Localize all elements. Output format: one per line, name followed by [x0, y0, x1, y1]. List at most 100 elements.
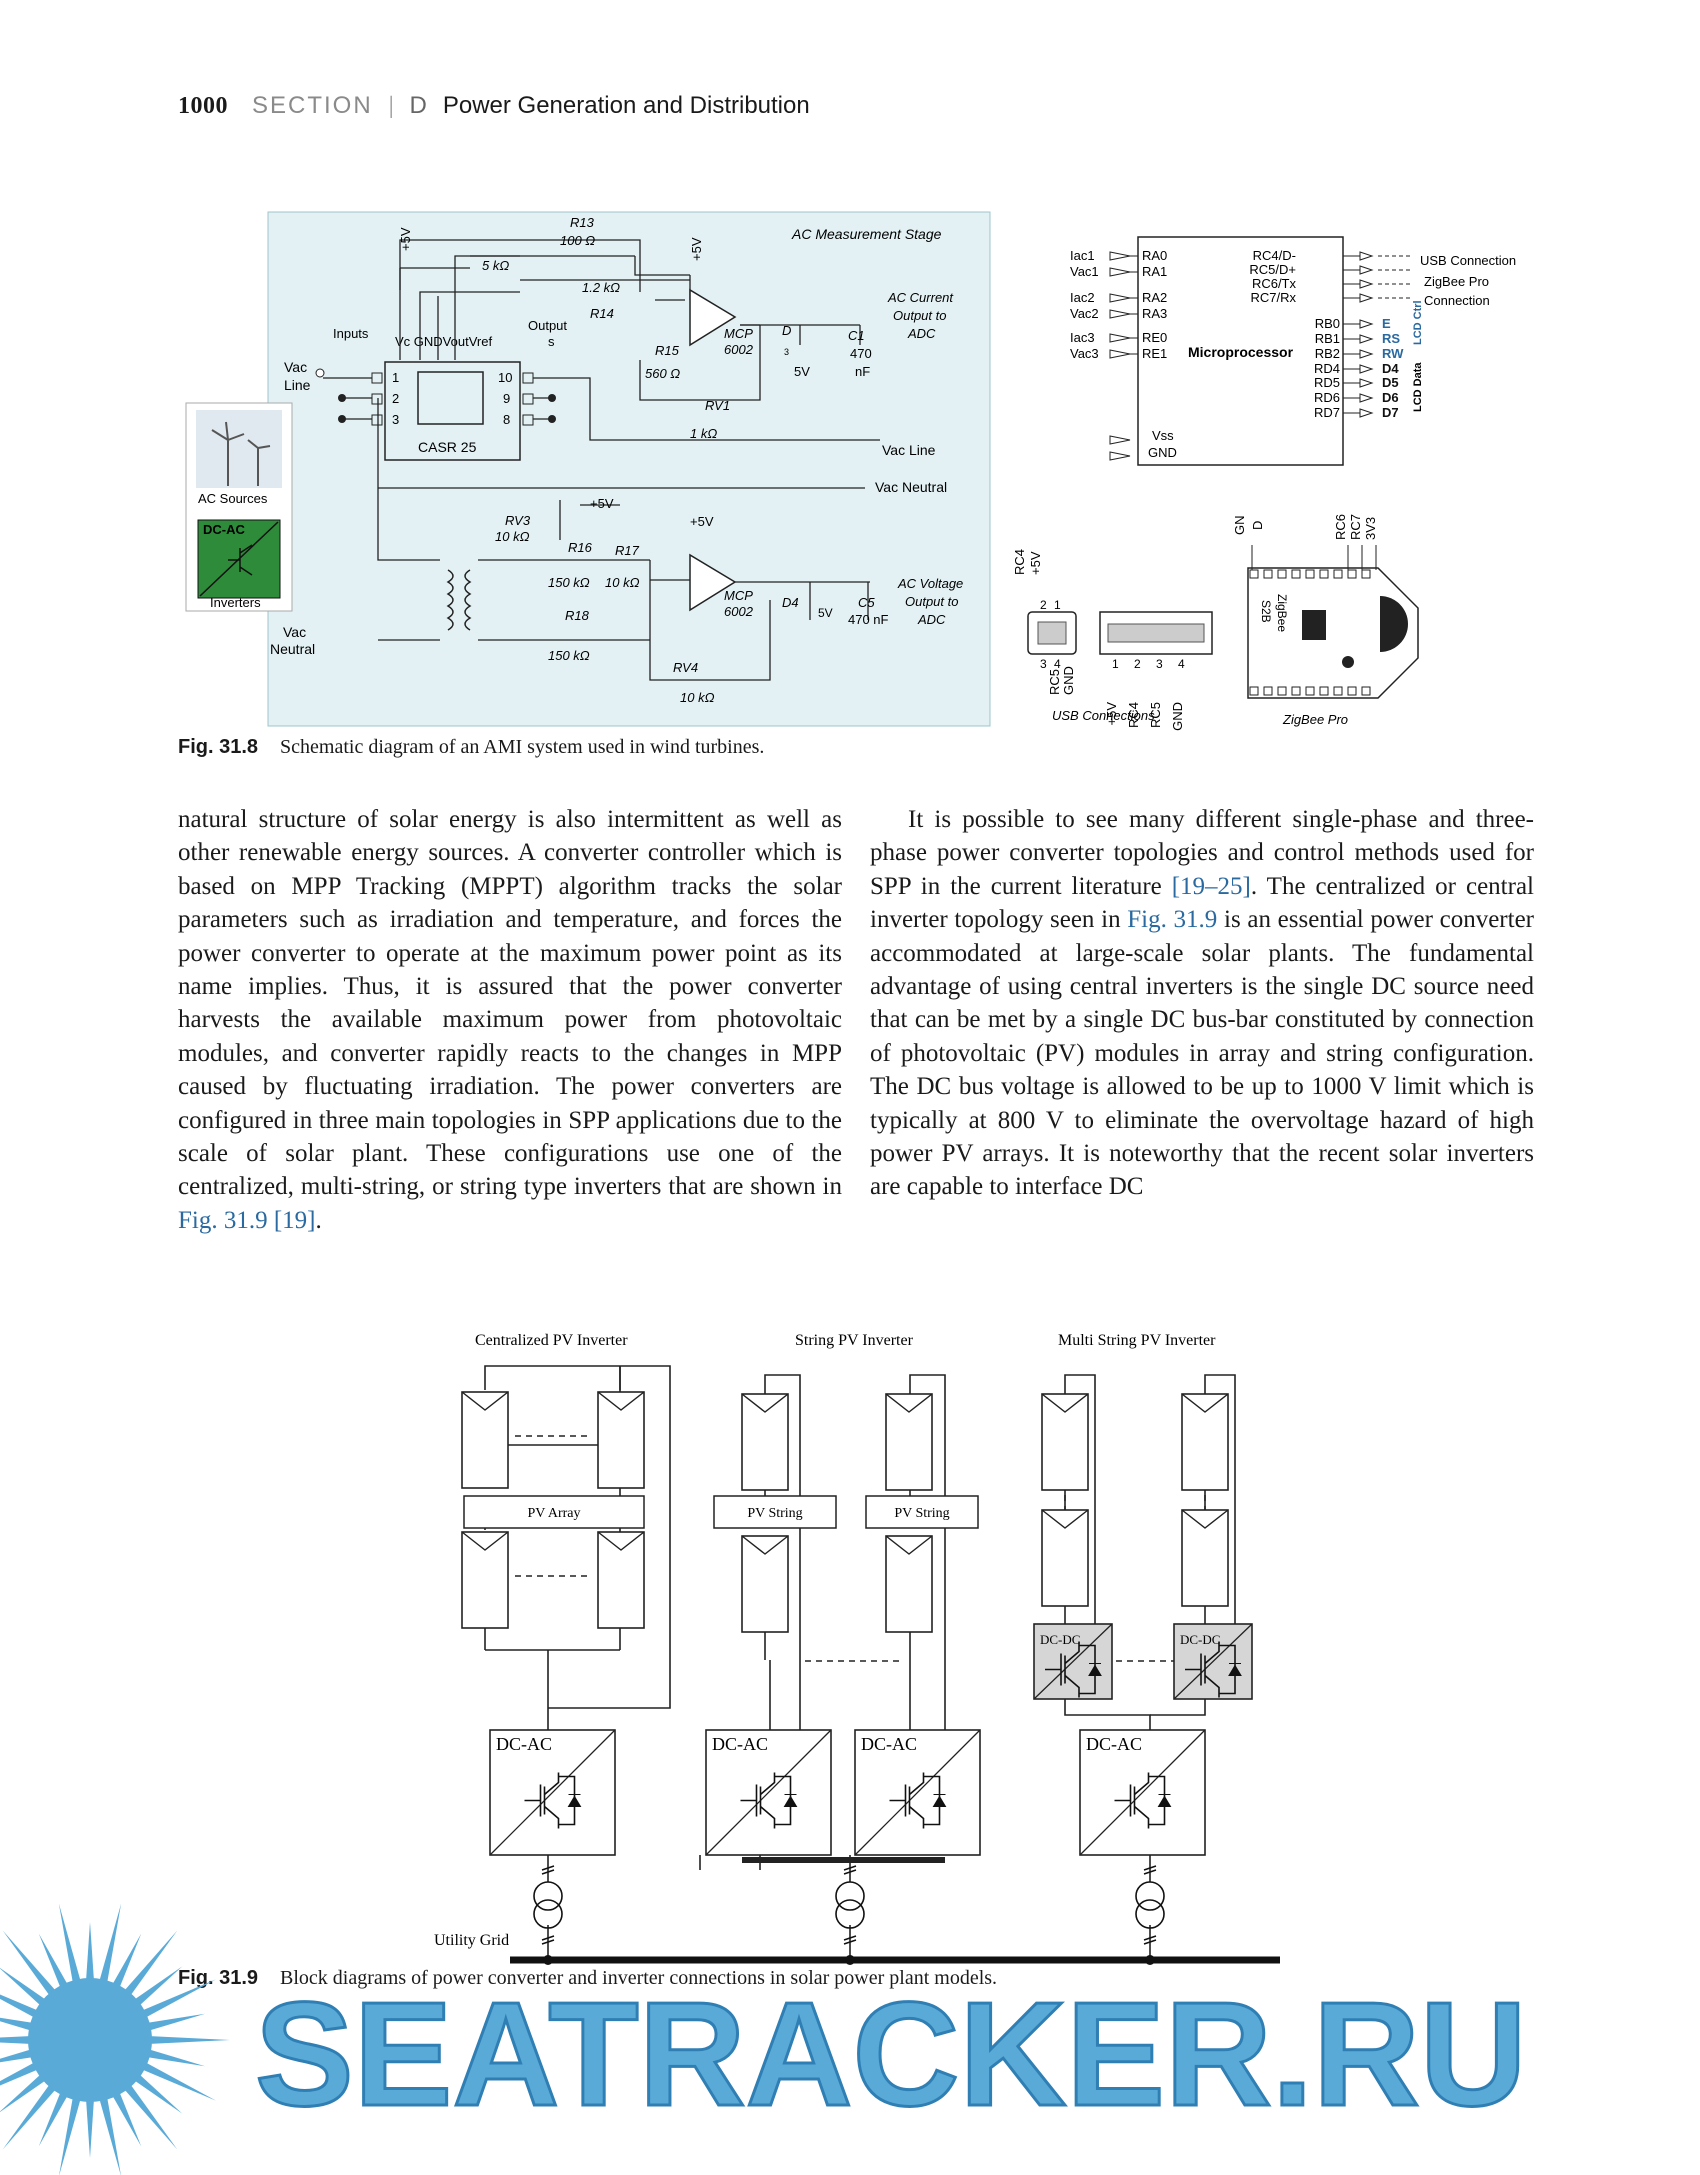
- micro-pin-left: RA2: [1142, 290, 1167, 305]
- inputs-label: Inputs: [333, 326, 369, 341]
- lcd-bus-label: RW: [1382, 346, 1404, 361]
- pv-panel-mark: [885, 1393, 933, 1413]
- r17-label: R17: [615, 543, 640, 558]
- pv-panel: [741, 1535, 789, 1633]
- usb-connection-label: USB Connection: [1420, 253, 1516, 268]
- transformer-coil: [835, 1881, 865, 1911]
- citation-link[interactable]: [19]: [273, 1206, 316, 1234]
- citation-link[interactable]: Fig. 31.9: [1127, 906, 1218, 934]
- lcd-bus-label: D7: [1382, 405, 1399, 420]
- converter-diagonal: [854, 1729, 981, 1856]
- stage-title: AC Measurement Stage: [791, 226, 942, 242]
- lcd-bus-label: D6: [1382, 390, 1399, 405]
- vac-line-2: Line: [284, 377, 311, 393]
- sun-ray: [98, 1903, 122, 1985]
- sun-ray: [85, 1922, 95, 1983]
- rv4-val: 10 kΩ: [680, 690, 715, 705]
- ac-current-3: ADC: [907, 326, 936, 341]
- diode-symbol: [1088, 1663, 1102, 1676]
- inverters-label: Inverters: [210, 595, 261, 610]
- micro-pin-right: RB0: [1315, 316, 1340, 331]
- pin-arrow: [1109, 267, 1138, 277]
- vac-neutral-out: Vac Neutral: [875, 479, 947, 495]
- zigbee-pins: [1249, 569, 1371, 696]
- sun-ray: [140, 1979, 217, 2019]
- usb-a-socket: [1107, 623, 1205, 643]
- usb-a-label: RC5: [1148, 702, 1163, 728]
- c5-label: C5: [858, 595, 875, 610]
- c5-val: 470 nF: [848, 612, 889, 627]
- sun-ray: [111, 2090, 142, 2147]
- pv-panel: [1041, 1393, 1089, 1491]
- terminal-9: [522, 393, 534, 405]
- diode-symbol: [1157, 1794, 1172, 1807]
- mcp-label-2: MCP: [724, 588, 753, 603]
- sun-ray: [38, 1933, 69, 1990]
- pv-panel: [1181, 1509, 1229, 1607]
- figure-31-8-caption-text: Schematic diagram of an AMI system used …: [280, 736, 765, 758]
- casr-label: CASR 25: [418, 439, 477, 455]
- grid-node: [845, 1955, 855, 1965]
- vac-line-out: Vac Line: [882, 442, 936, 458]
- figure-31-9-caption-text: Block diagrams of power converter and in…: [280, 1967, 998, 1989]
- diode-symbol: [932, 1794, 947, 1807]
- transformer-coil: [835, 1899, 865, 1929]
- pv-label-box: [463, 1495, 645, 1529]
- micro-pin-right: RD6: [1314, 390, 1340, 405]
- pin-arrow: [1343, 265, 1374, 275]
- pv-label-box: [713, 1495, 837, 1529]
- pin-arrow: [1343, 279, 1374, 289]
- rv4-label: RV4: [673, 660, 698, 675]
- watermark-sun-icon: [0, 1903, 230, 2175]
- pin-arrow: [1343, 408, 1374, 418]
- sun-ray: [132, 1966, 183, 2008]
- vss-gnd-arrows: [1109, 435, 1131, 461]
- micro-ext-left: Iac1: [1070, 248, 1095, 263]
- pin-8: 8: [503, 412, 510, 427]
- sun-ray: [85, 2097, 95, 2158]
- zigbee-led: [1342, 656, 1354, 668]
- usb-a-pin: 2: [1134, 657, 1141, 671]
- r12k-label: 1.2 kΩ: [582, 280, 620, 295]
- micro-ext-left: Iac2: [1070, 290, 1095, 305]
- pv-panel-mark: [461, 1391, 509, 1411]
- micro-pin-right: RB1: [1315, 331, 1340, 346]
- sun-ray: [111, 1933, 142, 1990]
- converter-diagonal: [489, 1729, 616, 1856]
- title-multi-string: Multi String PV Inverter: [1058, 1332, 1216, 1349]
- section-letter: D: [409, 92, 427, 119]
- micro-pin-right: RD5: [1314, 375, 1340, 390]
- transformer-coil-a: [446, 569, 454, 631]
- pv-panel-mark: [1181, 1509, 1229, 1529]
- transformer-coil: [533, 1881, 563, 1911]
- pin-arrow: [1109, 309, 1138, 319]
- micro-ext-left: Vac2: [1070, 306, 1099, 321]
- citation-link[interactable]: [19–25]: [1171, 872, 1251, 900]
- usb-b-pin-2: 2: [1040, 598, 1047, 612]
- usb-caption: USB Connections: [1052, 708, 1155, 723]
- vss-label: Vss: [1152, 428, 1174, 443]
- pv-panel-mark: [461, 1531, 509, 1551]
- connection-label: Connection: [1424, 293, 1490, 308]
- sun-ray: [0, 2072, 48, 2113]
- pin-arrow: [1109, 349, 1138, 359]
- citation-link[interactable]: Fig. 31.9: [178, 1206, 268, 1234]
- upper-wiring: [323, 239, 880, 441]
- figure-31-8-label: Fig. 31.8: [178, 736, 259, 758]
- sun-disc: [28, 1978, 152, 2102]
- diode-symbol: [1228, 1663, 1242, 1676]
- pv-panel: [1181, 1393, 1229, 1491]
- transformer-coil: [533, 1899, 563, 1929]
- micro-pin-right: RB2: [1315, 346, 1340, 361]
- vac-line-terminal: [315, 368, 325, 378]
- sun-ray: [2, 1930, 58, 1998]
- sun-ray: [0, 2061, 40, 2086]
- r16-label: R16: [568, 540, 593, 555]
- pv-panel: [885, 1393, 933, 1491]
- usb-b-pin-4: 4: [1054, 657, 1061, 671]
- output-s-label: s: [548, 334, 555, 349]
- ac-current-2: Output to: [893, 308, 946, 323]
- ac-voltage-2: Output to: [905, 594, 958, 609]
